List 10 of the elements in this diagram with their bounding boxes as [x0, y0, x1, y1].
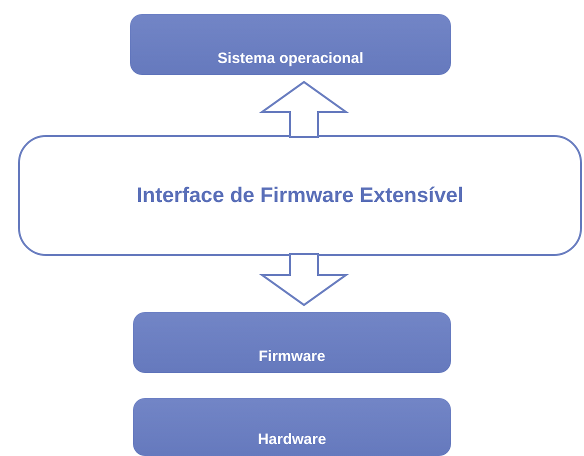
interface-box [18, 135, 582, 256]
block-arrow [258, 253, 350, 306]
block-arrow [258, 80, 350, 138]
layer-box [130, 14, 451, 75]
node-label: Sistema operacional [218, 50, 364, 67]
node-label: Firmware [258, 348, 326, 365]
node-label: Interface de Firmware Extensível [136, 184, 464, 208]
layer-box [133, 398, 451, 456]
layer-box [133, 312, 451, 373]
node-label: Hardware [258, 431, 326, 448]
